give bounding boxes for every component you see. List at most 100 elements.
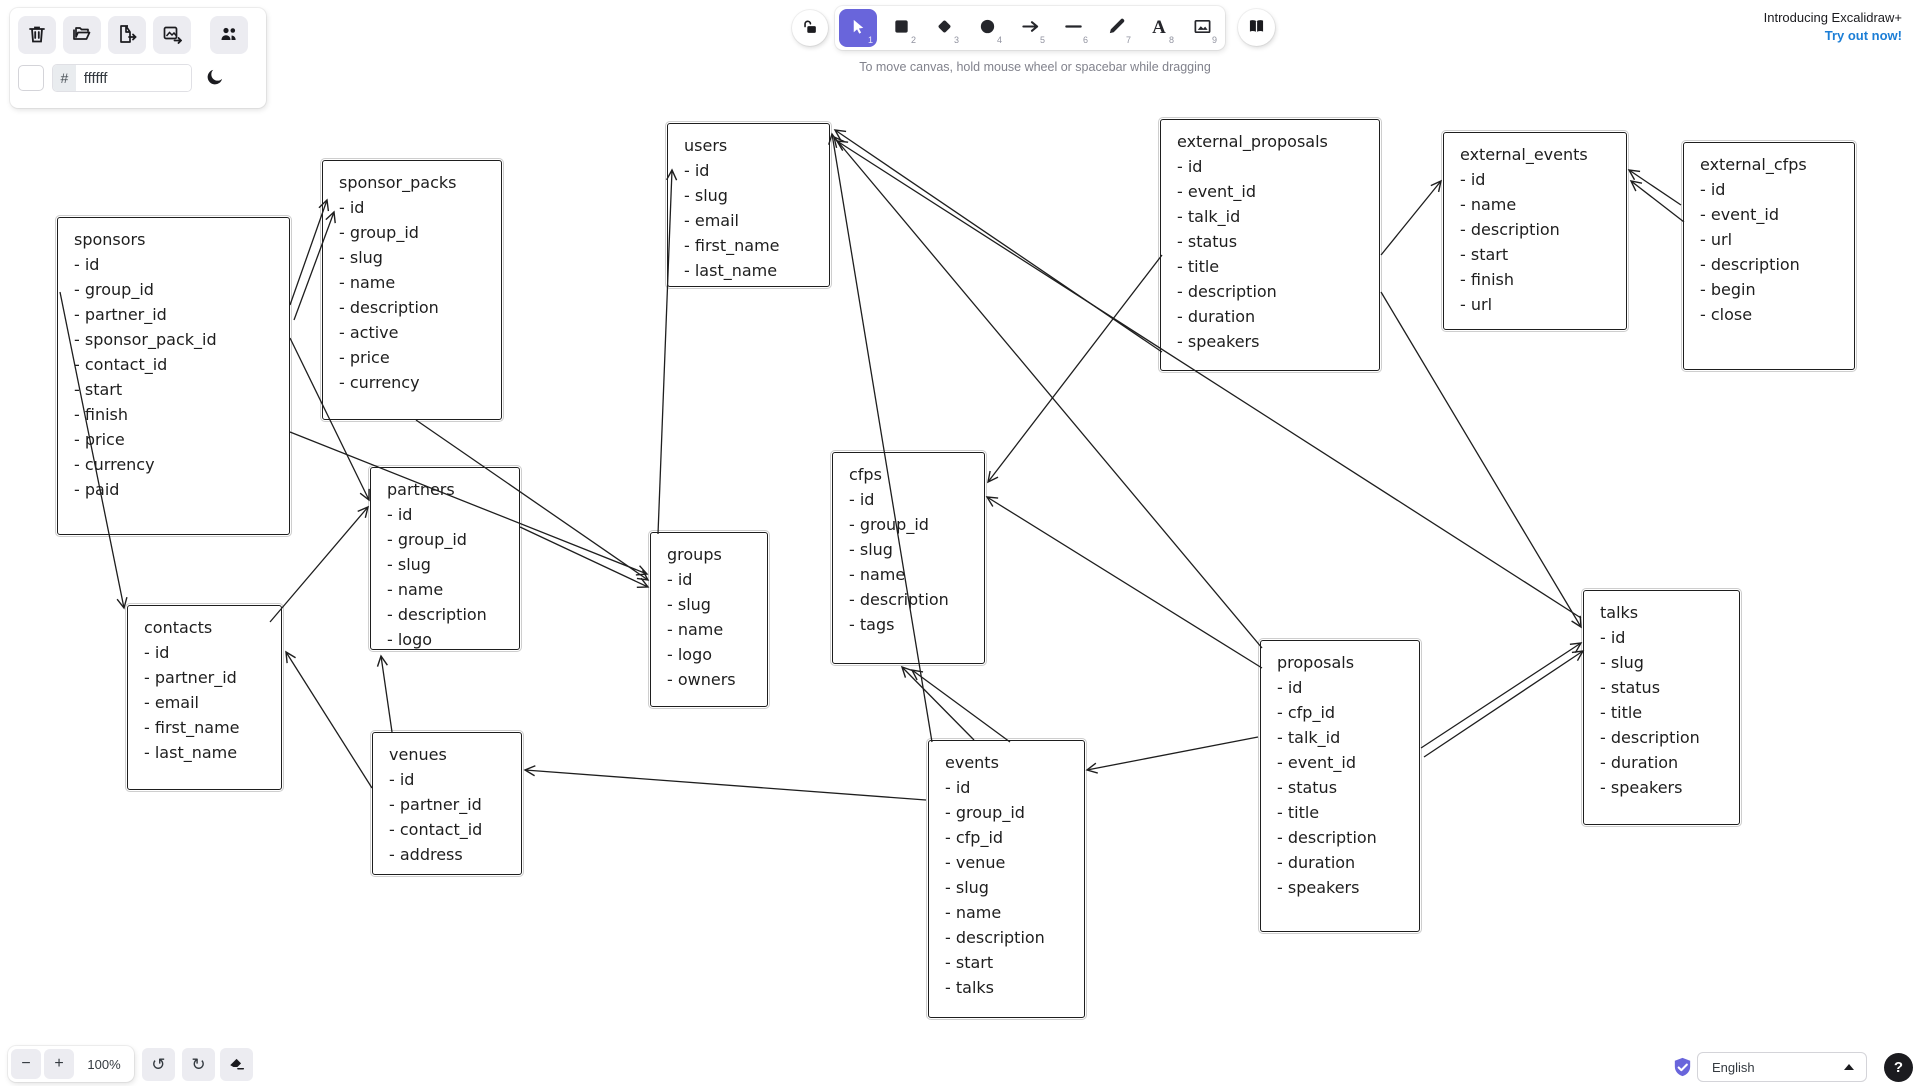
table-venues[interactable]: venues- id- partner_id- contact_id- addr… xyxy=(369,729,525,878)
tool-line[interactable]: 6 xyxy=(1054,9,1092,47)
table-field: - description xyxy=(387,605,487,624)
background-color-swatch[interactable] xyxy=(18,65,44,91)
table-title: cfps xyxy=(849,465,882,484)
relationship-arrow-sponsors-to-sponsor_packs[interactable] xyxy=(293,210,336,321)
table-field: - group_id xyxy=(387,530,467,549)
table-external_proposals[interactable]: external_proposals- id- event_id- talk_i… xyxy=(1157,116,1383,374)
relationship-arrow-external_cfps-to-external_events[interactable] xyxy=(1627,169,1682,206)
table-field: - description xyxy=(1277,828,1377,847)
tool-arrow[interactable]: 5 xyxy=(1011,9,1049,47)
table-field: - description xyxy=(1460,220,1560,239)
table-external_cfps[interactable]: external_cfps- id- event_id- url- descri… xyxy=(1680,139,1858,373)
tool-rectangle[interactable]: 2 xyxy=(882,9,920,47)
table-field: - id xyxy=(1700,180,1726,199)
relationship-arrow-external_proposals-to-external_events[interactable] xyxy=(1380,179,1442,256)
table-partners[interactable]: partners- id- group_id- slug- name- desc… xyxy=(367,464,523,653)
relationship-arrow-groups-to-users[interactable] xyxy=(657,168,678,535)
redo-button[interactable]: ↻ xyxy=(182,1048,215,1081)
chevron-up-icon xyxy=(1844,1064,1854,1070)
table-sponsors[interactable]: sponsors- id- group_id- partner_id- spon… xyxy=(54,214,293,538)
tool-text[interactable]: A 8 xyxy=(1140,9,1178,47)
table-events[interactable]: events- id- group_id- cfp_id- venue- slu… xyxy=(925,737,1088,1021)
relationship-arrow-sponsors-to-sponsor_packs[interactable] xyxy=(289,198,330,306)
table-field: - description xyxy=(1700,255,1800,274)
unlock-icon xyxy=(801,18,819,39)
table-contacts[interactable]: contacts- id- partner_id- email- first_n… xyxy=(124,602,285,793)
clear-canvas-button[interactable] xyxy=(18,16,56,54)
table-field: - status xyxy=(1177,232,1238,251)
encryption-shield-icon[interactable] xyxy=(1671,1056,1694,1079)
table-proposals[interactable]: proposals- id- cfp_id- talk_id- event_id… xyxy=(1257,637,1423,935)
table-field: - id xyxy=(1277,678,1303,697)
help-button[interactable]: ? xyxy=(1884,1053,1913,1082)
table-field: - price xyxy=(74,430,125,449)
dark-mode-toggle[interactable] xyxy=(200,63,230,93)
table-field: - group_id xyxy=(339,223,419,242)
relationship-arrow-proposals-to-cfps[interactable] xyxy=(985,496,1263,669)
relationship-arrow-partners-to-groups[interactable] xyxy=(519,526,650,588)
relationship-arrow-proposals-to-talks[interactable] xyxy=(1420,642,1583,749)
top-left-panel: # xyxy=(10,8,266,108)
relationship-arrow-proposals-to-users[interactable] xyxy=(832,135,1263,649)
load-scene-button[interactable] xyxy=(63,16,101,54)
relationship-arrow-talks-to-users[interactable] xyxy=(835,140,1582,619)
relationship-arrow-contacts-to-partners[interactable] xyxy=(269,505,370,623)
table-talks[interactable]: talks- id- slug- status- title- descript… xyxy=(1580,587,1743,828)
table-cfps[interactable]: cfps- id- group_id- slug- name- descript… xyxy=(829,449,988,667)
table-field: - event_id xyxy=(1177,182,1257,201)
language-select[interactable]: English xyxy=(1697,1052,1867,1082)
relationship-arrow-sponsors-to-groups[interactable] xyxy=(289,431,649,576)
relationship-arrow-proposals-to-talks[interactable] xyxy=(1423,650,1585,758)
collaboration-button[interactable] xyxy=(210,16,248,54)
export-image-button[interactable] xyxy=(153,16,191,54)
background-hex-input[interactable] xyxy=(75,65,191,91)
relationship-arrow-events-to-users[interactable] xyxy=(828,132,933,743)
relationship-arrow-events-to-cfps[interactable] xyxy=(900,665,975,741)
relationship-arrow-venues-to-partners[interactable] xyxy=(376,654,393,733)
tool-image[interactable]: 9 xyxy=(1183,9,1221,47)
relationship-arrow-events-to-cfps[interactable] xyxy=(910,669,1011,743)
table-field: - currency xyxy=(339,373,420,392)
promo-title: Introducing Excalidraw+ xyxy=(1763,10,1902,25)
table-field: - id xyxy=(849,490,875,509)
tool-selection[interactable]: 1 xyxy=(839,9,877,47)
table-groups[interactable]: groups- id- slug- name- logo- owners xyxy=(647,529,771,710)
export-file-button[interactable] xyxy=(108,16,146,54)
tool-diamond[interactable]: 3 xyxy=(925,9,963,47)
tool-ellipse[interactable]: 4 xyxy=(968,9,1006,47)
table-sponsor_packs[interactable]: sponsor_packs- id- group_id- slug- name-… xyxy=(319,157,505,423)
library-button[interactable] xyxy=(1238,9,1275,46)
table-title: users xyxy=(684,136,728,155)
table-field: - id xyxy=(387,505,413,524)
cursor-icon xyxy=(849,17,868,39)
relationship-arrow-proposals-to-events[interactable] xyxy=(1085,736,1259,774)
tool-draw[interactable]: 7 xyxy=(1097,9,1135,47)
relationship-arrow-venues-to-contacts[interactable] xyxy=(285,650,373,789)
image-export-icon xyxy=(162,24,183,47)
table-field: - id xyxy=(1600,628,1626,647)
zoom-level[interactable]: 100% xyxy=(87,1056,121,1072)
undo-button[interactable]: ↺ xyxy=(142,1048,175,1081)
table-field: - address xyxy=(389,845,463,864)
lock-tool-button[interactable] xyxy=(792,10,828,46)
eraser-button[interactable] xyxy=(220,1048,253,1081)
table-users[interactable]: users- id- slug- email- first_name- last… xyxy=(664,120,833,290)
relationship-arrow-external_cfps-to-external_events[interactable] xyxy=(1629,180,1685,223)
eraser-icon xyxy=(228,1053,246,1076)
try-out-now-link[interactable]: Try out now! xyxy=(1824,28,1902,44)
table-field: - group_id xyxy=(945,803,1025,822)
table-field: - group_id xyxy=(74,280,154,299)
table-field: - partner_id xyxy=(389,795,482,814)
hex-prefix: # xyxy=(53,65,76,91)
table-field: - duration xyxy=(1177,307,1256,326)
zoom-in-button[interactable]: + xyxy=(44,1049,74,1079)
relationship-arrow-external_proposals-to-cfps[interactable] xyxy=(987,254,1163,484)
relationship-arrow-external_proposals-to-talks[interactable] xyxy=(1380,291,1582,629)
relationship-arrow-sponsor_packs-to-groups[interactable] xyxy=(415,419,650,581)
zoom-out-button[interactable]: − xyxy=(11,1049,41,1079)
table-field: - contact_id xyxy=(389,820,483,839)
relationship-arrow-events-to-venues[interactable] xyxy=(523,765,927,801)
relationship-arrow-sponsors-to-contacts[interactable] xyxy=(59,291,128,610)
table-external_events[interactable]: external_events- id- name- description- … xyxy=(1440,129,1630,333)
